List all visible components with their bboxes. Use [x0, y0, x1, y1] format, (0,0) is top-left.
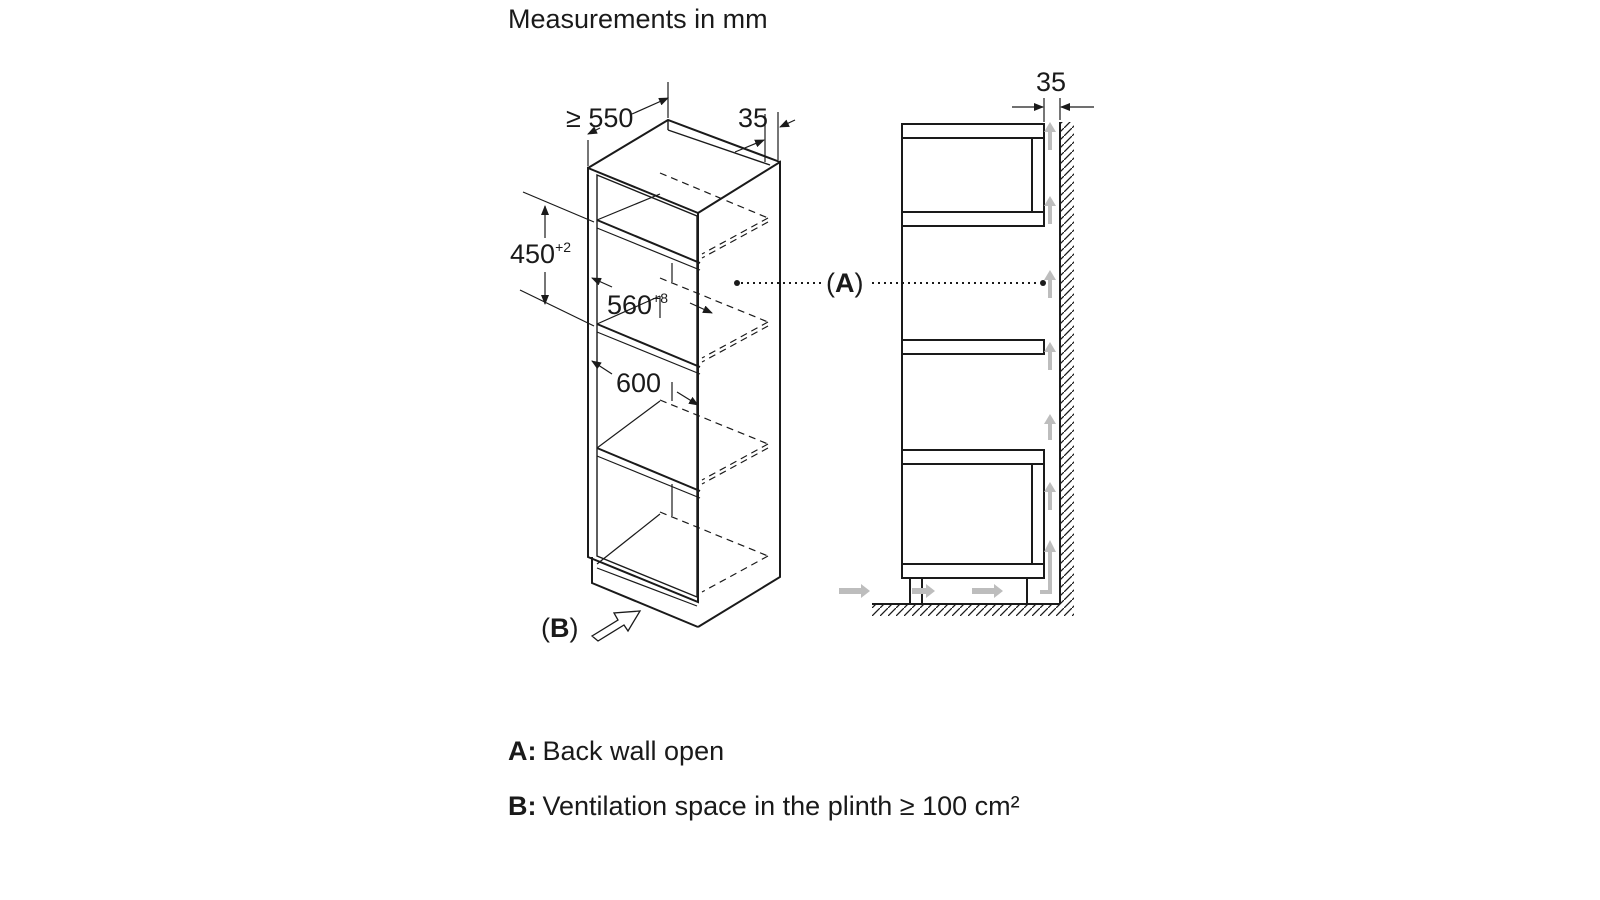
legend-b: B:Ventilation space in the plinth ≥ 100 …: [508, 791, 1020, 822]
legend-b-text: Ventilation space in the plinth ≥ 100 cm…: [542, 791, 1020, 821]
dimension-height: [519, 191, 595, 327]
marker-a: (A): [826, 268, 864, 298]
dimension-inner-width-label: 560+8: [607, 290, 668, 320]
dimension-inner-width: [591, 277, 713, 314]
floor-hatch: [872, 604, 1074, 616]
dimension-height-label: 450+2: [510, 239, 571, 269]
legend-a-key: A:: [508, 736, 537, 766]
page-title: Measurements in mm: [508, 4, 768, 34]
legend-a-text: Back wall open: [542, 736, 725, 766]
dimension-gap-top: [734, 112, 796, 162]
airflow-arrows: [839, 122, 1056, 598]
cabinet-section: [901, 123, 1045, 604]
dimension-depth-label: ≥ 550: [566, 103, 633, 133]
wall-hatch: [1060, 122, 1074, 604]
cabinet-perspective: [587, 118, 781, 628]
dimension-outer-width-label: 600: [616, 368, 661, 398]
marker-a-dot-left: [734, 280, 740, 286]
marker-b: (B): [541, 613, 579, 643]
dimension-depth: [587, 82, 669, 166]
marker-a-dot-right: [1040, 280, 1046, 286]
legend-a: A:Back wall open: [508, 736, 724, 767]
legend-b-key: B:: [508, 791, 537, 821]
cabinet-hidden-lines: [659, 172, 769, 593]
dimension-gap-top-label: 35: [738, 103, 768, 133]
dimension-gap-side-label: 35: [1036, 67, 1066, 97]
ventilation-arrow-icon: [590, 610, 642, 642]
dimension-gap-side: [1012, 98, 1094, 122]
dimension-outer-width: [591, 360, 699, 406]
